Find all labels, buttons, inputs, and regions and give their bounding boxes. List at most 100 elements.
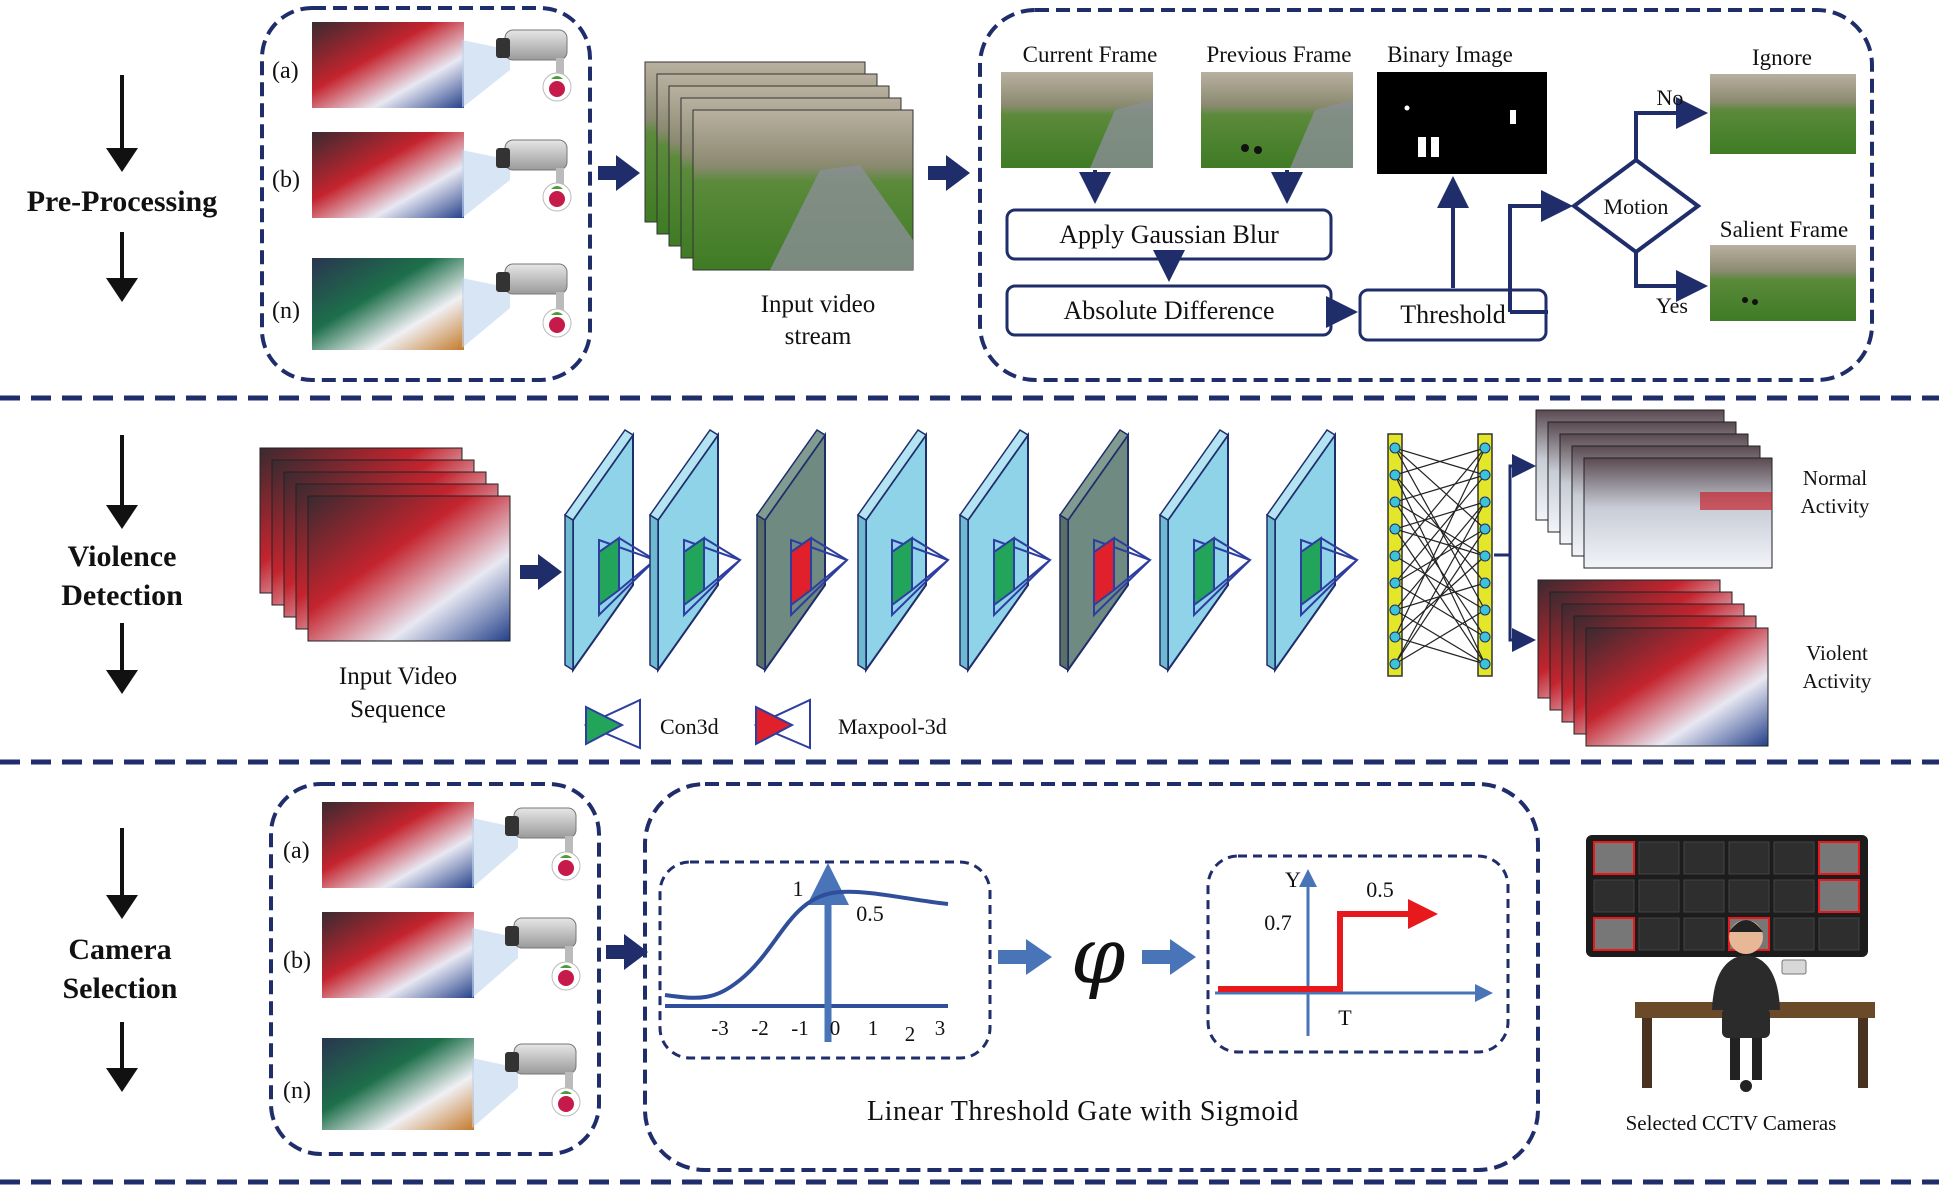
cnn-legend: Con3d Maxpool-3d: [583, 698, 947, 750]
fc-neuron: [1479, 631, 1491, 643]
sigmoid-tick-label: 0: [830, 1016, 841, 1040]
cctv-screen: [1728, 879, 1770, 913]
stage-pre-processing: Pre-Processing: [27, 75, 217, 302]
fc-connection: [1394, 609, 1486, 665]
stage-label-selection: Selection: [63, 972, 178, 1005]
step-plot-box: [1206, 854, 1510, 1054]
hockey-fight-thumbnail: [312, 22, 464, 108]
step-05-label: 0.5: [1366, 877, 1394, 902]
step-y-label: Y: [1285, 867, 1301, 892]
absolute-difference-label: Absolute Difference: [1063, 296, 1274, 325]
arrow-sigmoid-to-phi: [998, 939, 1052, 975]
motion-label: Motion: [1604, 194, 1669, 219]
sigmoid-tick-label: 2: [905, 1022, 916, 1046]
normal-activity-output: Normal Activity: [1535, 409, 1870, 569]
cctv-screen: [1593, 917, 1635, 951]
cctv-camera-icon: [505, 807, 577, 856]
fc-neuron: [1479, 496, 1491, 508]
fc-neuron: [1479, 658, 1491, 670]
fc-connection: [1394, 636, 1486, 665]
cctv-camera-icon: [496, 263, 568, 312]
fc-connection: [1394, 501, 1486, 665]
cctv-screen: [1683, 841, 1725, 875]
fc-neuron: [1479, 469, 1491, 481]
hockey-fight-thumbnail: [322, 802, 474, 888]
current-frame-label: Current Frame: [1023, 42, 1158, 67]
legend-con3d-label: Con3d: [660, 714, 719, 739]
maxpool3d-layer: [755, 428, 849, 674]
gaussian-blur-label: Apply Gaussian Blur: [1059, 220, 1279, 249]
fc-neuron: [1479, 442, 1491, 454]
camera-row-b: (b): [283, 912, 581, 998]
camera-row-a: (a): [283, 802, 581, 888]
camera-label-a: (a): [272, 58, 299, 84]
camera-label-n: (n): [283, 1078, 311, 1104]
legend-maxpool-label: Maxpool-3d: [838, 714, 947, 739]
sigmoid-peak-label: 1: [793, 876, 804, 901]
sigmoid-tick-label: -3: [711, 1016, 729, 1040]
arrow-sequence-to-network: [520, 554, 562, 590]
previous-frame-label: Previous Frame: [1206, 42, 1351, 67]
fc-neuron: [1389, 469, 1401, 481]
input-video-stream: Input video stream: [644, 61, 914, 350]
sigmoid-plot-box: [658, 860, 992, 1060]
cctv-screen: [1683, 917, 1725, 951]
arrow-motion-no: [1634, 97, 1708, 160]
phi-symbol: φ: [1071, 912, 1126, 1002]
cctv-screen: [1593, 841, 1635, 875]
gate-title: Linear Threshold Gate with Sigmoid: [867, 1096, 1299, 1127]
cctv-camera-icon: [496, 29, 568, 78]
fc-neuron: [1389, 631, 1401, 643]
fc-neuron: [1479, 604, 1491, 616]
cctv-screen: [1818, 841, 1860, 875]
frame-processing-box: Current Frame Previous Frame Binary Imag…: [978, 8, 1874, 382]
fc-neuron: [1389, 604, 1401, 616]
violent-activity-label-1: Violent: [1806, 641, 1868, 665]
cctv-screen: [1773, 917, 1815, 951]
yes-label: Yes: [1656, 293, 1688, 318]
camera-row-n: (n): [283, 1038, 581, 1130]
stage-violence-detection: Violence Detection: [61, 435, 183, 694]
section-separators: [0, 395, 1939, 1185]
sigmoid-half-label: 0.5: [856, 901, 884, 926]
arrow-phi-to-step: [1142, 939, 1196, 975]
cctv-screen: [1638, 841, 1680, 875]
camera-label-a: (a): [283, 838, 310, 864]
stage-label-violence: Violence: [68, 540, 177, 573]
fc-neuron: [1389, 550, 1401, 562]
input-sequence-label-1: Input Video: [339, 663, 457, 690]
camera-row-n: (n): [272, 258, 572, 350]
salient-frame-image: [1710, 245, 1856, 321]
arrow-stream-to-process: [928, 155, 970, 191]
cctv-screen: [1773, 841, 1815, 875]
salient-frame-label: Salient Frame: [1720, 217, 1848, 242]
fc-connection: [1394, 447, 1486, 638]
cctv-screen: [1593, 879, 1635, 913]
sigmoid-tick-label: 1: [868, 1016, 879, 1040]
conv3d-layer: [648, 428, 742, 674]
sigmoid-tick-label: -2: [751, 1016, 769, 1040]
arrow-motion-yes: [1634, 252, 1708, 302]
cctv-camera-icon: [496, 139, 568, 188]
input-video-sequence: Input Video Sequence: [259, 447, 511, 723]
fc-connection: [1394, 447, 1486, 557]
arrow-cameras-to-gate: [606, 934, 648, 970]
maxpool3d-layer: [1058, 428, 1152, 674]
fc-connection: [1394, 528, 1486, 665]
step-function-line: [1218, 899, 1438, 992]
camera-row-a: (a): [272, 22, 572, 108]
cctv-camera-icon: [505, 1043, 577, 1092]
camera-label-b: (b): [283, 948, 311, 974]
stage-label-detection: Detection: [61, 579, 183, 612]
camera-group-top: (a) (b): [260, 6, 592, 382]
cctv-screen: [1638, 917, 1680, 951]
fc-neuron: [1389, 442, 1401, 454]
fc-connection: [1394, 501, 1486, 530]
sigmoid-curve: [664, 889, 949, 1000]
hockey-fight-thumbnail: [312, 132, 464, 218]
conv3d-layer: [856, 428, 950, 674]
sigmoid-tick-label: 3: [935, 1016, 946, 1040]
